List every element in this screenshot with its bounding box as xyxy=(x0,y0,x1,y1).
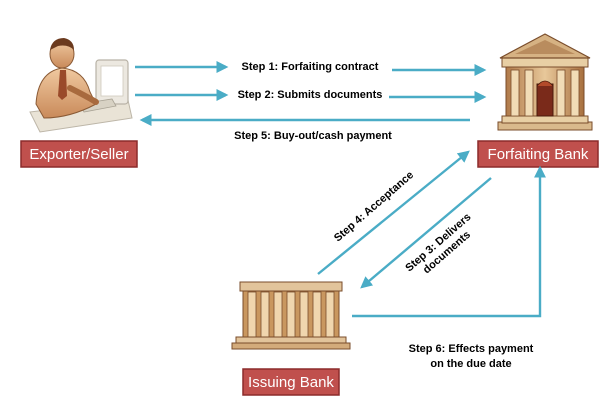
step4-label: Step 4: Acceptance xyxy=(332,169,416,244)
step6-label-line1: Step 6: Effects payment xyxy=(409,343,534,355)
arrow-step4 xyxy=(317,150,470,275)
forfaiting-bank-label: Forfaiting Bank xyxy=(488,146,589,163)
pillar xyxy=(247,291,257,338)
step1-label: Step 1: Forfaiting contract xyxy=(242,61,379,73)
pillar xyxy=(260,291,270,338)
arrow-step6 xyxy=(352,165,546,318)
bank-building-icon xyxy=(497,33,593,131)
step6-label-line2: on the due date xyxy=(430,358,511,370)
bank-colonnade-icon xyxy=(231,281,351,350)
forfaiting-bank-box: Forfaiting Bank xyxy=(477,140,599,168)
person-at-computer-icon xyxy=(29,38,133,133)
step2-label: Step 2: Submits documents xyxy=(238,89,383,101)
arrow-step3 xyxy=(360,177,492,289)
issuing-bank-box: Issuing Bank xyxy=(242,368,340,396)
step5-label: Step 5: Buy-out/cash payment xyxy=(234,130,392,142)
pillar xyxy=(312,291,322,338)
issuing-bank-label: Issuing Bank xyxy=(248,374,334,391)
pillar xyxy=(286,291,296,338)
exporter-box: Exporter/Seller xyxy=(20,140,138,168)
pillar xyxy=(325,291,335,338)
pillar xyxy=(273,291,283,338)
pillar xyxy=(299,291,309,338)
exporter-label: Exporter/Seller xyxy=(29,146,128,163)
